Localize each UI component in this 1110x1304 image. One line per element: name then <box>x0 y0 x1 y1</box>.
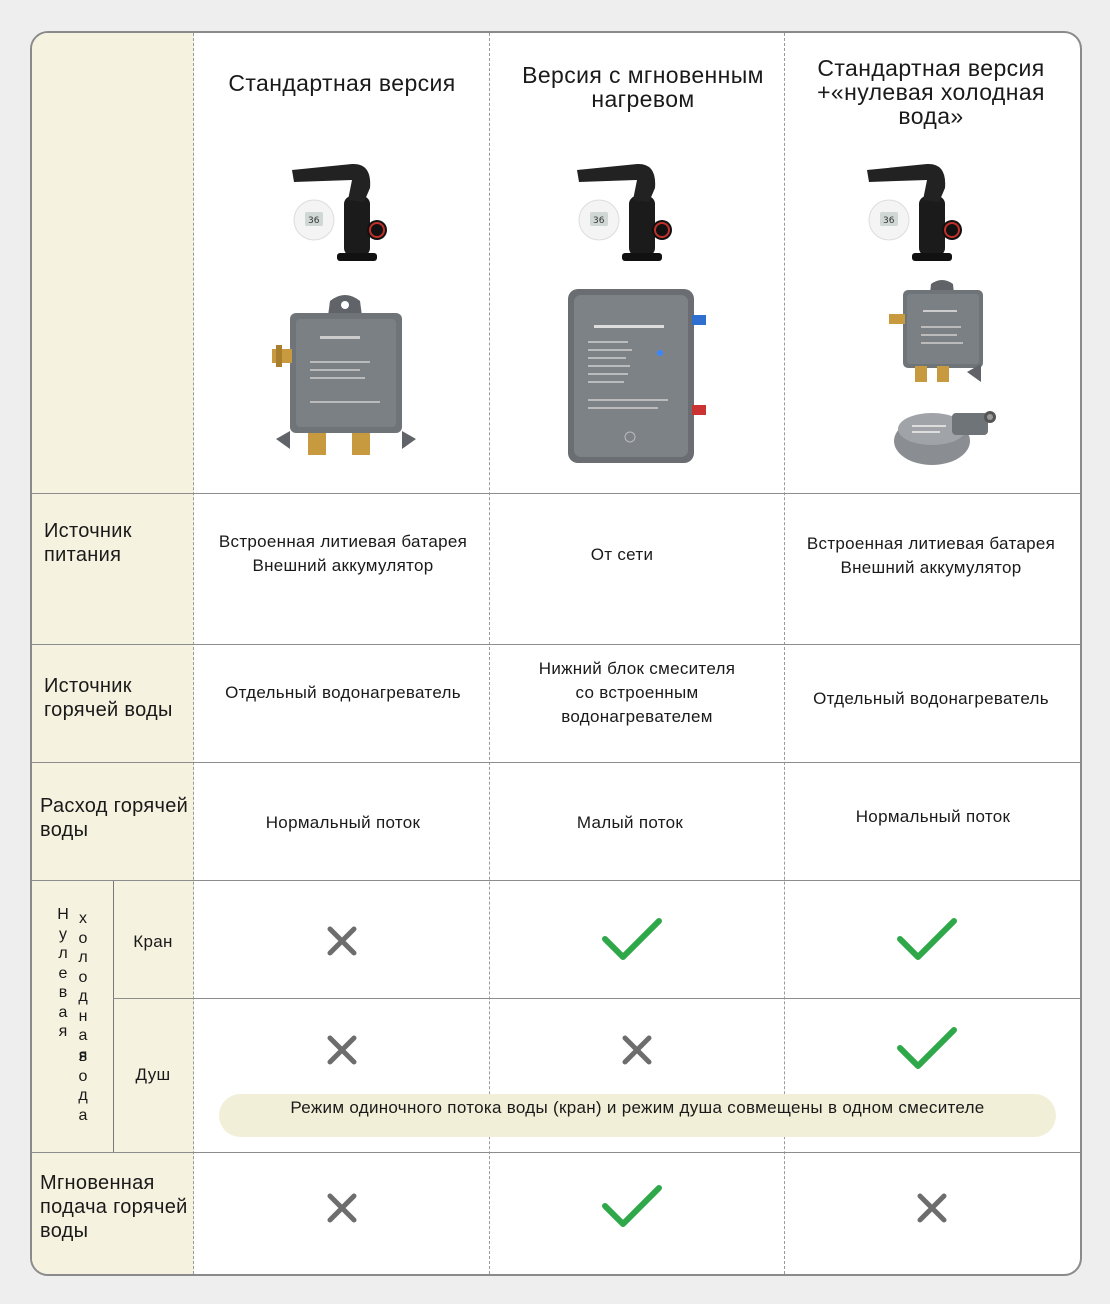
faucet-image: 36 <box>567 158 677 263</box>
row-divider <box>32 1152 1080 1153</box>
cell-text: Встроенная литиевая батарея Внешний акку… <box>806 534 1056 577</box>
row-divider <box>32 880 1080 881</box>
row-label-hot-source: Источник горячей воды <box>44 675 173 721</box>
divider <box>113 881 114 1152</box>
column-header-zero-cold: Стандартная версия +«нулевая холодная во… <box>817 55 1045 129</box>
pump-image <box>892 395 1004 467</box>
cell-text: Нормальный поток <box>265 813 421 832</box>
sub-label-tap: Кран <box>133 932 173 951</box>
column-header-instant: Версия с мгновенным нагревом <box>522 62 764 112</box>
cell-text: Отдельный водонагреватель <box>813 689 1049 708</box>
cell-text: Отдельный водонагреватель <box>225 683 461 702</box>
cell-text: Малый поток <box>576 813 684 832</box>
mixer-box-image <box>887 278 997 386</box>
svg-text:36: 36 <box>883 216 895 226</box>
instant-heater-image <box>564 287 712 465</box>
cross-icon <box>326 1192 358 1224</box>
row-label-power: Источник питания <box>44 520 132 566</box>
check-icon <box>896 1026 958 1074</box>
cross-icon <box>326 1034 358 1066</box>
svg-text:36: 36 <box>308 216 320 226</box>
svg-text:36: 36 <box>593 216 605 226</box>
check-icon <box>601 1184 663 1232</box>
cell-text: Нижний блок смесителя со встроенным водо… <box>538 659 736 726</box>
comparison-card: Стандартная версия Версия с мгновенным н… <box>30 31 1082 1276</box>
cell-text: Нормальный поток <box>855 807 1011 826</box>
check-icon <box>601 917 663 965</box>
sub-label-shower: Душ <box>135 1065 171 1084</box>
divider <box>784 33 785 1274</box>
column-header-standard: Стандартная версия <box>228 70 456 96</box>
cross-icon <box>916 1192 948 1224</box>
divider <box>489 33 490 1274</box>
row-label-flow: Расход горячей воды <box>40 795 189 841</box>
note-pill: Режим одиночного потока воды (кран) и ре… <box>219 1094 1056 1137</box>
cross-icon <box>621 1034 653 1066</box>
cross-icon <box>326 925 358 957</box>
row-label-instant: Мгновенная подача горячей воды <box>40 1172 188 1242</box>
faucet-image: 36 <box>282 158 392 263</box>
divider <box>193 33 194 1274</box>
faucet-image: 36 <box>857 158 967 263</box>
row-divider <box>32 493 1080 494</box>
row-divider <box>32 762 1080 763</box>
cell-text: Встроенная литиевая батарея Внешний акку… <box>218 532 468 575</box>
mixer-box-image <box>270 291 420 469</box>
cell-text: От сети <box>590 545 654 564</box>
check-icon <box>896 917 958 965</box>
row-divider <box>113 998 1080 999</box>
row-divider <box>32 644 1080 645</box>
